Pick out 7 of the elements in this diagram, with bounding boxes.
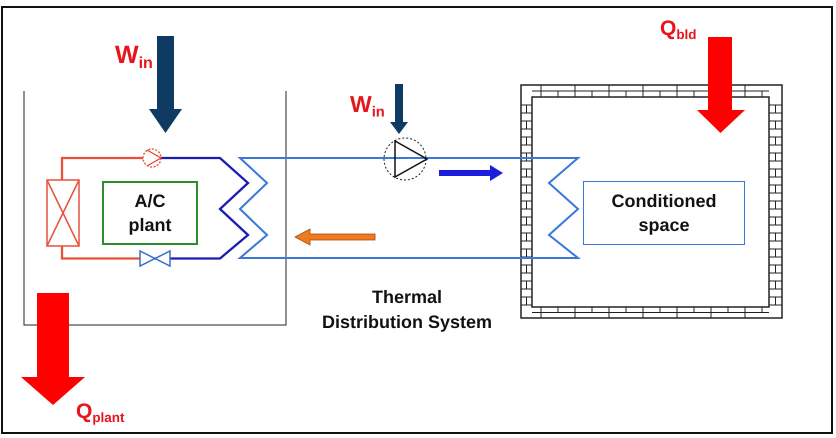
variable-label: W$_{in}$ [350,92,385,118]
variable-label: W$_{in}$ [115,42,153,70]
space-box: Conditioned space [583,181,745,245]
variable-label: Q$_{bld}$ [660,17,696,40]
variable-label: Q$_{plant}$ [76,400,124,424]
system-label: Thermal Distribution System [320,286,494,334]
plant-box: A/C plant [102,181,198,245]
